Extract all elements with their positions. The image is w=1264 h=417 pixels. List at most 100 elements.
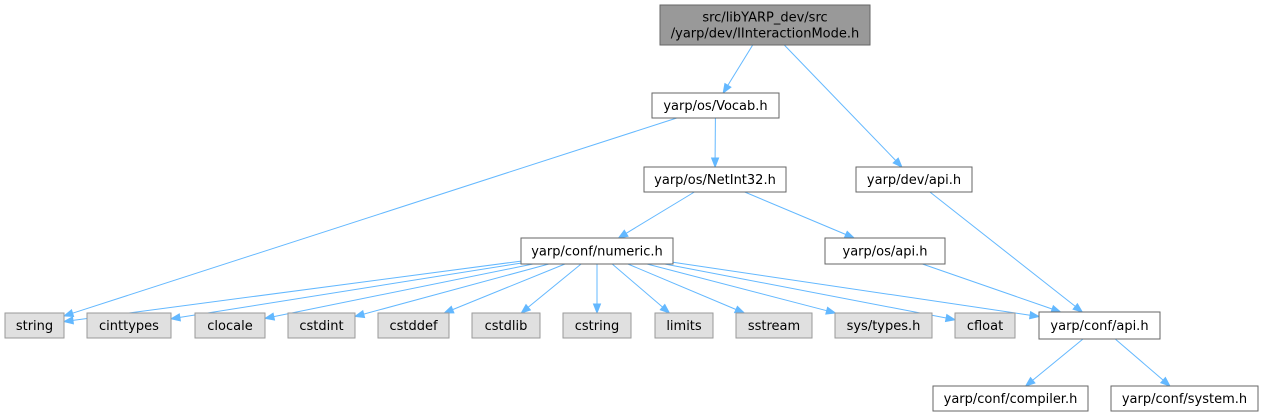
- node-box: [834, 312, 933, 339]
- node-label: yarp/conf/system.h: [1122, 392, 1247, 407]
- edge-arrowhead: [617, 229, 629, 239]
- node-box: [643, 166, 787, 193]
- edge-line: [727, 44, 754, 86]
- edge-netint-to-osapi: [744, 191, 856, 239]
- edge-osapi-to-confapi: [922, 263, 1062, 313]
- node-vocab[interactable]: yarp/os/Vocab.h: [651, 92, 780, 119]
- node-netint[interactable]: yarp/os/NetInt32.h: [643, 166, 787, 193]
- edge-arrowhead: [62, 316, 74, 325]
- node-system[interactable]: yarp/conf/system.h: [1110, 385, 1259, 412]
- edge-arrowhead: [443, 305, 455, 314]
- edge-arrowhead: [722, 82, 732, 95]
- node-cstdlib: cstdlib: [471, 312, 541, 339]
- node-box: [86, 312, 172, 339]
- node-devapi[interactable]: yarp/dev/api.h: [855, 166, 973, 193]
- edge-line: [611, 263, 663, 308]
- node-cfloat: cfloat: [954, 312, 1016, 339]
- edge-arrowhead: [710, 157, 720, 169]
- edge-line: [1032, 338, 1084, 381]
- node-label: cstring: [575, 319, 619, 334]
- edge-arrowhead: [825, 306, 837, 315]
- node-compiler[interactable]: yarp/conf/compiler.h: [932, 385, 1089, 412]
- edge-numeric-to-cstring: [592, 264, 602, 315]
- edge-line: [72, 260, 522, 321]
- edge-arrowhead: [263, 312, 276, 321]
- node-label: cstdint: [299, 319, 343, 334]
- edge-line: [72, 117, 677, 314]
- node-root[interactable]: src/libYARP_dev/src/yarp/dev/IInteractio…: [659, 4, 871, 46]
- edge-line: [672, 261, 1031, 316]
- node-label: yarp/os/NetInt32.h: [654, 173, 776, 188]
- edge-devapi-to-confapi: [929, 191, 1084, 313]
- edge-arrowhead: [659, 303, 671, 314]
- edge-numeric-to-cinttypes: [169, 262, 522, 322]
- node-numeric[interactable]: yarp/conf/numeric.h: [520, 237, 674, 265]
- node-label: yarp/conf/numeric.h: [531, 245, 663, 260]
- node-label: sstream: [748, 319, 800, 334]
- node-confapi[interactable]: yarp/conf/api.h: [1038, 311, 1161, 340]
- edge-netint-to-numeric: [617, 191, 695, 239]
- edge-line: [646, 263, 827, 312]
- node-box: [654, 312, 714, 339]
- edge-line: [744, 191, 846, 235]
- edge-numeric-to-clocale: [263, 263, 534, 321]
- edge-numeric-to-limits: [611, 263, 671, 314]
- node-box: [562, 312, 632, 339]
- node-label: cstddef: [389, 319, 438, 334]
- edge-root-to-devapi: [783, 44, 903, 168]
- node-osapi[interactable]: yarp/os/api.h: [824, 237, 946, 265]
- node-box: [932, 385, 1089, 412]
- node-box: [287, 312, 356, 339]
- node-label: limits: [666, 319, 702, 334]
- edge-line: [179, 262, 522, 318]
- node-box: [651, 92, 780, 119]
- node-label: yarp/os/Vocab.h: [663, 99, 767, 114]
- node-label: sys/types.h: [847, 319, 921, 334]
- edge-line: [922, 263, 1053, 310]
- edge-confapi-to-compiler: [1024, 338, 1084, 387]
- node-limits: limits: [654, 312, 714, 339]
- node-cstdint: cstdint: [287, 312, 356, 339]
- node-cstring: cstring: [562, 312, 632, 339]
- node-label: string: [16, 319, 53, 334]
- node-box: [377, 312, 450, 339]
- edge-line: [783, 44, 897, 161]
- node-cstddef: cstddef: [377, 312, 450, 339]
- node-box: [1038, 311, 1161, 340]
- edge-arrowhead: [592, 303, 602, 315]
- nodes-layer: src/libYARP_dev/src/yarp/dev/IInteractio…: [4, 4, 1259, 412]
- edge-numeric-to-cstdlib: [520, 263, 582, 314]
- edge-vocab-to-netint: [710, 117, 720, 169]
- node-label: /yarp/dev/IInteractionMode.h: [671, 27, 860, 42]
- node-box: [520, 237, 674, 265]
- node-label: clocale: [207, 319, 252, 334]
- edge-line: [627, 263, 737, 310]
- edge-line: [625, 191, 695, 234]
- edge-root-to-vocab: [722, 44, 754, 95]
- node-sstream: sstream: [735, 312, 813, 339]
- node-label: cinttypes: [99, 319, 159, 334]
- edge-line: [1114, 338, 1164, 381]
- node-box: [471, 312, 541, 339]
- node-clocale: clocale: [194, 312, 266, 339]
- node-label: yarp/conf/api.h: [1050, 319, 1148, 334]
- node-label: yarp/os/api.h: [843, 245, 928, 260]
- edge-arrowhead: [1050, 304, 1062, 313]
- edge-arrowhead: [892, 157, 903, 168]
- edge-line: [527, 263, 582, 308]
- node-label: cstdlib: [485, 319, 528, 334]
- edge-arrowhead: [733, 305, 746, 314]
- edge-line: [363, 263, 550, 315]
- edge-line: [664, 263, 947, 319]
- node-cinttypes: cinttypes: [86, 312, 172, 339]
- node-box: [1110, 385, 1259, 412]
- edge-numeric-to-cstddef: [443, 263, 566, 314]
- edge-arrowhead: [1029, 310, 1041, 320]
- edge-arrowhead: [843, 230, 856, 239]
- edges-layer: [62, 44, 1171, 387]
- edge-arrowhead: [1159, 376, 1171, 387]
- edge-numeric-to-systypes: [646, 263, 837, 315]
- edge-arrowhead: [520, 303, 532, 314]
- node-systypes: sys/types.h: [834, 312, 933, 339]
- edge-numeric-to-cstdint: [353, 263, 550, 319]
